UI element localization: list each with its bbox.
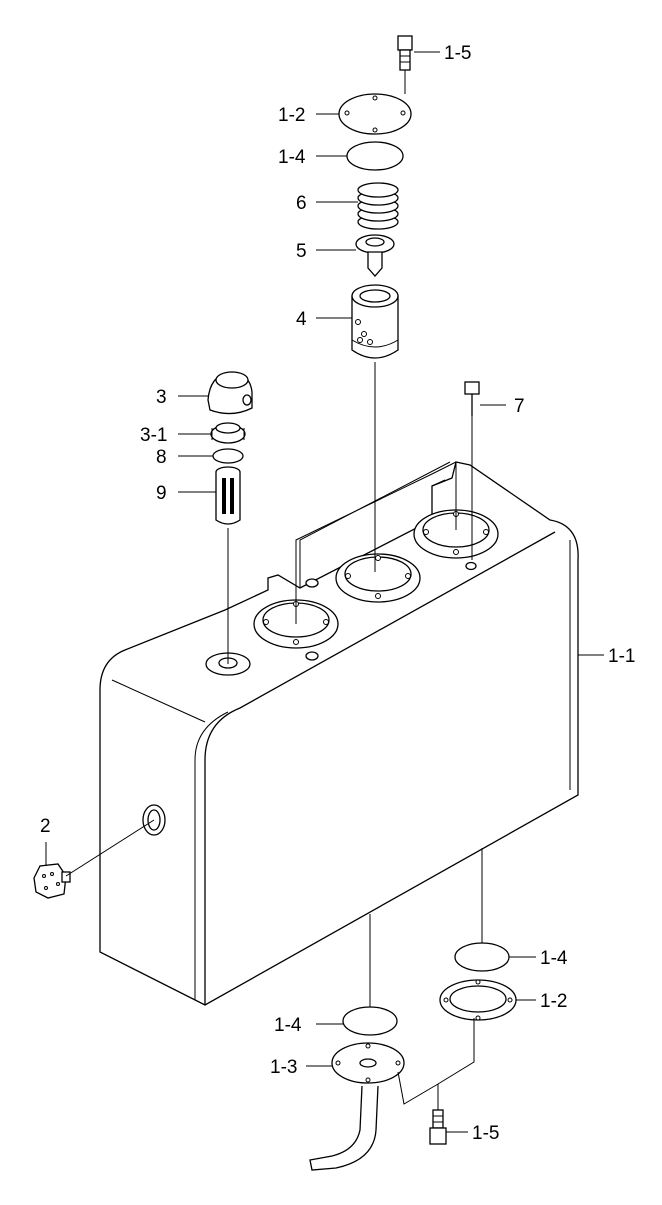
suction-pipe xyxy=(309,1042,405,1171)
drain-plug xyxy=(33,863,71,899)
callout-8: 8 xyxy=(156,447,167,468)
bolt-top xyxy=(397,35,413,94)
callout-3-1: 3-1 xyxy=(140,425,167,446)
callout-1-4-top: 1-4 xyxy=(278,147,306,168)
cap-adapter xyxy=(210,422,246,444)
filler-cap xyxy=(207,371,253,415)
callout-2: 2 xyxy=(40,816,51,837)
callout-1-4-right: 1-4 xyxy=(540,948,568,969)
gasket-bottom-left xyxy=(342,1006,398,1036)
callout-1-2-top: 1-2 xyxy=(278,105,305,126)
bolt-gauge xyxy=(464,381,480,560)
valve xyxy=(355,234,395,277)
callout-1-5-top: 1-5 xyxy=(444,43,471,64)
callout-1-2-bottom: 1-2 xyxy=(540,991,567,1012)
assembly-lines xyxy=(45,51,604,1133)
callout-7: 7 xyxy=(514,396,525,417)
filter-element xyxy=(215,466,241,525)
callout-labels: 1-5 1-2 1-4 6 5 4 3 3-1 8 9 7 1-1 2 1-4 … xyxy=(40,43,635,1144)
callout-1-3: 1-3 xyxy=(270,1057,297,1078)
spring xyxy=(357,182,399,230)
callout-6: 6 xyxy=(296,193,307,214)
callout-5: 5 xyxy=(296,241,307,262)
o-ring xyxy=(212,448,244,464)
cover-top xyxy=(338,93,412,135)
gasket-top xyxy=(346,141,404,171)
cover-bottom xyxy=(439,979,517,1021)
callout-9: 9 xyxy=(156,483,167,504)
callout-1-5-bottom: 1-5 xyxy=(472,1123,499,1144)
callout-3: 3 xyxy=(156,387,167,408)
callout-1-4-bottom: 1-4 xyxy=(274,1015,302,1036)
top-flange-center xyxy=(335,553,421,603)
strainer xyxy=(351,284,399,359)
callout-4: 4 xyxy=(296,309,307,330)
gasket-bottom-right xyxy=(454,942,510,972)
tank-body xyxy=(99,461,579,1006)
bolt-bottom xyxy=(429,1084,447,1145)
tank-bosses xyxy=(305,561,477,661)
callout-1-1: 1-1 xyxy=(608,646,635,667)
